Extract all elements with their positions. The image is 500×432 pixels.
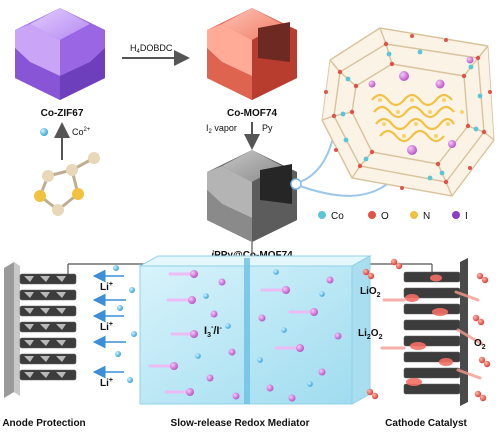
legend-i-label: I	[465, 211, 468, 222]
cathode-catalyst-caption: Cathode Catalyst	[385, 418, 467, 429]
zoom-line-lower	[299, 179, 393, 197]
electrolyte-cell	[138, 255, 372, 405]
redox-mediator-caption: Slow-release Redox Mediator	[171, 418, 310, 429]
co-ion-dot	[40, 128, 48, 136]
li-ion-label-2: Li+	[100, 321, 113, 333]
legend-co-dot	[318, 211, 326, 219]
legend-o-dot	[368, 211, 376, 219]
li-ion-label-1: Li+	[100, 281, 113, 293]
legend-i-dot	[452, 211, 460, 219]
zif67-label: Co-ZIF67	[41, 108, 84, 119]
redox-mediator-ions	[148, 269, 342, 402]
mof-framework-lattice	[321, 27, 495, 197]
legend-co-label: Co	[331, 211, 344, 222]
redox-couple-label: I3-/I-	[204, 324, 222, 339]
zif67-crystal	[15, 8, 105, 100]
mof74-label: Co-MOF74	[227, 108, 277, 119]
anode-electrode	[4, 262, 77, 398]
atom-legend: Co O N I	[318, 211, 468, 222]
li2o2-label: Li2O2	[358, 328, 383, 341]
li-ion-label-3: Li+	[100, 377, 113, 389]
lio2-label: LiO2	[360, 286, 381, 299]
iodine-vapor-label: I2 vapor	[206, 123, 237, 135]
legend-o-label: O	[381, 211, 389, 222]
co-ion-label: Co2+	[72, 127, 91, 137]
o2-label: O2	[474, 338, 486, 351]
separator-membrane	[244, 258, 250, 404]
ppy-mof74-crystal	[207, 150, 302, 242]
legend-n-label: N	[423, 211, 430, 222]
cathode-electrode	[362, 258, 491, 406]
legend-n-dot	[410, 211, 418, 219]
mof74-crystal	[207, 8, 297, 100]
imidazole-molecule	[34, 152, 100, 216]
pyrrole-label: Py	[262, 123, 273, 133]
reagent-label: H4DOBDC	[130, 43, 173, 55]
li-ion-transport: Li+ Li+ Li+	[92, 265, 137, 389]
anode-protection-caption: Anode Protection	[2, 418, 85, 429]
